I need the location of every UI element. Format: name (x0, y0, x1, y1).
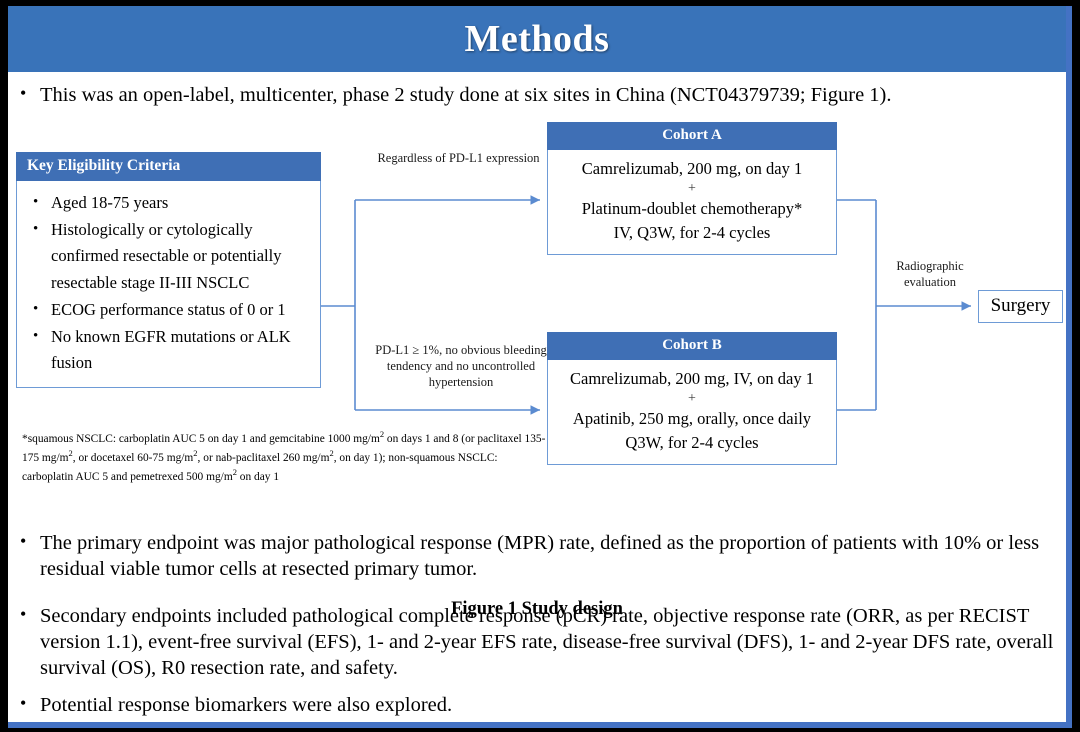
footnote-sup: 2 (68, 447, 73, 458)
cohort-a-header: Cohort A (547, 122, 837, 150)
eligibility-criteria-box: Key Eligibility Criteria • Aged 18-75 ye… (16, 152, 321, 389)
eligibility-header: Key Eligibility Criteria (16, 152, 321, 181)
eligibility-list: • Aged 18-75 years • Histologically or c… (25, 190, 312, 377)
connector-label-bottom: PD-L1 ≥ 1%, no obvious bleeding tendency… (375, 343, 547, 389)
figure-footnote: *squamous NSCLC: carboplatin AUC 5 on da… (22, 428, 547, 485)
figure-caption: Figure 1 Study design (451, 599, 623, 619)
list-item: • Aged 18-75 years (25, 190, 312, 217)
flow-connectors (321, 195, 971, 415)
footnote-seg6: on day 1 (236, 470, 280, 483)
list-item: • ECOG performance status of 0 or 1 (25, 297, 312, 324)
bullet-marker: • (33, 327, 39, 344)
bullet-biomarkers: • Potential response biomarkers were als… (20, 692, 1055, 718)
footnote-seg5: , on day 1); non-squamous NSCLC: carbopl… (22, 451, 498, 483)
bullet-primary-endpoint: • The primary endpoint was major patholo… (20, 530, 1055, 582)
cohort-a-body: Camrelizumab, 200 mg, on day 1 + Platinu… (547, 150, 837, 255)
cohort-b-plus: + (688, 390, 696, 406)
bullet-biomarkers-text: Potential response biomarkers were also … (40, 694, 453, 716)
connector-label-right: Radiographic evaluation (896, 259, 964, 289)
footnote-seg1: *squamous NSCLC: carboplatin AUC 5 on da… (22, 432, 380, 445)
bullet-marker: • (33, 300, 39, 317)
bullet-marker: • (20, 604, 27, 624)
slide-page: Methods • This was an open-label, multic… (8, 6, 1066, 722)
footnote-sup: 2 (329, 447, 334, 458)
bullet-secondary-endpoints-text: Secondary endpoints included pathologica… (40, 605, 1054, 680)
bullet-marker: • (20, 531, 27, 551)
cohort-a-line3: IV, Q3W, for 2-4 cycles (613, 222, 771, 242)
cohort-b-line2: Apatinib, 250 mg, orally, once daily (572, 409, 812, 429)
eligibility-body: • Aged 18-75 years • Histologically or c… (16, 181, 321, 389)
bullet-primary-endpoint-text: The primary endpoint was major pathologi… (40, 532, 1040, 581)
cohort-a-line2: Platinum-doublet chemotherapy* (581, 199, 803, 219)
page-title: Methods (464, 18, 610, 60)
list-item: • No known EGFR mutations or ALK fusion (25, 324, 312, 377)
bullet-marker: • (20, 693, 27, 713)
list-item-label: No known EGFR mutations or ALK fusion (51, 326, 291, 373)
bullet-intro-text: This was an open-label, multicenter, pha… (40, 84, 892, 106)
cohort-a-box: Cohort A Camrelizumab, 200 mg, on day 1 … (547, 122, 837, 255)
connector-label-top: Regardless of PD-L1 expression (377, 151, 540, 165)
cohort-a-plus: + (688, 180, 696, 196)
footnote-seg2: on days 1 and 8 (or paclitaxel 135-175 m… (22, 432, 546, 464)
cohort-b-box: Cohort B Camrelizumab, 200 mg, IV, on da… (547, 332, 837, 465)
cohort-b-header: Cohort B (547, 332, 837, 360)
list-item-label: Aged 18-75 years (51, 193, 169, 212)
footnote-seg4: , or nab-paclitaxel 260 mg/m (197, 451, 330, 464)
surgery-box: Surgery (978, 290, 1063, 323)
bullet-marker: • (33, 194, 39, 210)
cohort-b-body: Camrelizumab, 200 mg, IV, on day 1 + Apa… (547, 360, 837, 465)
bullet-secondary-endpoints: • Secondary endpoints included pathologi… (20, 603, 1055, 682)
cohort-b-line3: Q3W, for 2-4 cycles (625, 432, 759, 452)
list-item-label: Histologically or cytologically confirme… (51, 219, 282, 293)
study-design-figure: Key Eligibility Criteria • Aged 18-75 ye… (8, 118, 1066, 619)
bullet-intro: • This was an open-label, multicenter, p… (20, 82, 1055, 108)
footnote-sup: 2 (379, 429, 385, 439)
footnote-sup: 2 (232, 466, 237, 477)
slide-title-bar: Methods (8, 6, 1066, 72)
footnote-seg3: , or docetaxel 60-75 mg/m (72, 451, 194, 464)
list-item: • Histologically or cytologically confir… (25, 217, 312, 297)
bullet-marker: • (33, 220, 39, 237)
list-item-label: ECOG performance status of 0 or 1 (51, 299, 286, 319)
bullet-marker: • (20, 83, 27, 103)
footnote-sup: 2 (193, 447, 198, 458)
cohort-a-line1: Camrelizumab, 200 mg, on day 1 (581, 159, 803, 178)
cohort-b-line1: Camrelizumab, 200 mg, IV, on day 1 (570, 369, 814, 388)
